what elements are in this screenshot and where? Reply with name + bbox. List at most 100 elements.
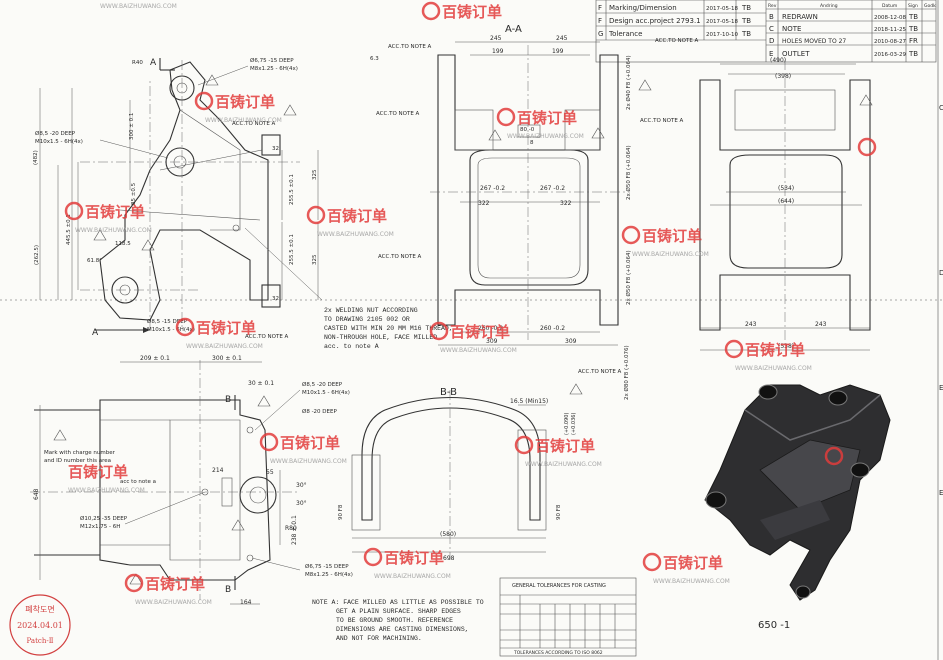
wm-9-brand: 百铸订单 (745, 341, 805, 359)
note-a-line-0: NOTE A: FACE MILLED AS LITTLE AS POSSIBL… (312, 599, 484, 606)
aa-d245b: 245 (556, 35, 568, 42)
watermark-2: 百铸订单 WWW.BAIZHUWANG.COM (194, 91, 282, 124)
lv-acc: ACC.TO NOTE A (245, 334, 289, 340)
rev-right-2-text: HOLES MOVED TO 27 (782, 38, 846, 45)
wm-14-brand: 百铸订单 (663, 554, 723, 572)
note-a-block: NOTE A: FACE MILLED AS LITTLE AS POSSIBL… (312, 599, 484, 642)
lv-d6: 255.5 ±0.1 (289, 174, 295, 205)
wm-1-url: WWW.BAIZHUWANG.COM (100, 3, 177, 10)
rev-right-3-text: OUTLET (782, 50, 810, 58)
aa-acc4: ACC.TO NOTE A (640, 118, 684, 124)
lv-r40: R40 (132, 60, 143, 66)
aa-d322b: 322 (560, 200, 572, 207)
tv-mark-line-0: Mark with charge number (44, 450, 116, 456)
wm-15-brand: 百铸订单 (145, 575, 205, 593)
rev-right-2-id: D (769, 37, 774, 45)
watermark-16 (824, 446, 844, 466)
bb-d90a: 90 F8 (338, 504, 344, 520)
tv-d300: 300 ± 0.1 (212, 355, 242, 362)
wm-4-url: WWW.BAIZHUWANG.COM (75, 227, 152, 234)
rv-d243a: 243 (745, 321, 757, 328)
aa-d8: 8 (530, 140, 534, 146)
tv-r80: R80 (285, 525, 297, 532)
aa-d80: 80 -0 (520, 127, 535, 133)
wm-11-brand: 百铸订单 (535, 437, 595, 455)
aa-acc-top: ACC.TO NOTE A (655, 38, 699, 44)
section-bb-label: B-B (440, 387, 457, 398)
watermark-17 (857, 137, 877, 157)
rev-right-2-sign: FR (909, 37, 918, 45)
rev-left-0-id: F (598, 4, 602, 12)
watermark-3: 百铸订单 WWW.BAIZHUWANG.COM (496, 107, 584, 140)
lv-d3: 445.5 ±0.1 (66, 214, 72, 245)
section-aa-label: A-A (505, 24, 522, 35)
rev-right-1-sign: TB (908, 25, 918, 33)
watermark-11: 百铸订单 WWW.BAIZHUWANG.COM (514, 435, 602, 468)
aa-d267a: 267 -0.2 (480, 185, 505, 192)
tv-hole1: Ø8,5 -20 DEEP (302, 381, 343, 388)
rev-header-extra: Godk (924, 3, 936, 9)
bb-d165: 16.5 (Min15) (510, 398, 548, 405)
tv-hole4: Ø6,75 -15 DEEP (305, 563, 349, 570)
watermark-10: 百铸订单 WWW.BAIZHUWANG.COM (259, 432, 347, 465)
svg-text:E: E (939, 384, 943, 392)
aa-acc2: ACC.TO NOTE A (376, 111, 420, 117)
lv-d5: 85 ±0.5 (131, 182, 137, 205)
rev-right-3-date: 2016-03-29 (874, 52, 906, 58)
watermark-14: 百铸订单 WWW.BAIZHUWANG.COM (642, 552, 730, 585)
rev-right-0-date: 2008-12-08 (874, 15, 906, 21)
wm-3-url: WWW.BAIZHUWANG.COM (507, 133, 584, 140)
watermark-8: 百铸订单 WWW.BAIZHUWANG.COM (429, 321, 517, 354)
bb-d90b: 90 F8 (556, 504, 562, 520)
left-side-view: A A R40 Ø6,75 -15 DEEP M8x1.25 - 6H(4x) … (33, 57, 319, 340)
watermark-13: 百铸订单 WWW.BAIZHUWANG.COM (363, 547, 451, 580)
weld-note-line-4: acc. to note A (324, 343, 379, 350)
weld-note: 2x WELDING NUT ACCORDING TO DRAWING 2105… (244, 227, 453, 350)
wm-7-brand: 百铸订单 (196, 319, 256, 337)
wm-6-url: WWW.BAIZHUWANG.COM (632, 251, 709, 258)
aa-tol1: 2x Ø40 F8 (+0.064) (625, 55, 632, 110)
rev-right-0-sign: TB (908, 13, 918, 21)
svg-text:D: D (939, 269, 943, 277)
tv-d209: 209 ± 0.1 (140, 355, 170, 362)
tolerance-table: GENERAL TOLERANCES FOR CASTING TOLERANCE… (499, 577, 637, 657)
lv-hole-low2: M10x1.5 - 6H(4x) (147, 327, 195, 333)
aa-r63: 6.3 (370, 56, 379, 62)
note-a-line-4: AND NOT FOR MACHINING. (336, 635, 422, 642)
revision-table: F Marking/Dimension 2017-05-18 TB F Desi… (595, 0, 937, 63)
aa-d199a: 199 (492, 48, 504, 55)
cut-b-top: B (225, 395, 231, 405)
aa-d322a: 322 (478, 200, 490, 207)
drawing-number: 650 -1 (758, 620, 790, 631)
lv-angle: 61.8° (87, 258, 102, 264)
tv-d164: 164 (240, 599, 252, 606)
rev-left-1-id: F (598, 17, 602, 25)
stamp-line-3: Patch-Ⅱ (27, 637, 54, 645)
lv-hole-low: Ø8,5 -15 DEEP (147, 318, 188, 325)
wm-15-url: WWW.BAIZHUWANG.COM (135, 599, 212, 606)
rev-right-0-text: REDRAWN (782, 13, 818, 21)
rev-left-2-date: 2017-10-10 (706, 32, 738, 38)
note-a-line-3: DIMENSIONS ARE CASTING DIMENSIONS, (336, 626, 469, 633)
tv-d214: 214 (212, 467, 224, 474)
lv-hole-mid: Ø8,5 -20 DEEP (35, 130, 76, 137)
wm-7-url: WWW.BAIZHUWANG.COM (186, 343, 263, 350)
lv-d4: (262.5) (34, 245, 40, 265)
tv-a30a: 30° (296, 482, 307, 489)
wm-8-url: WWW.BAIZHUWANG.COM (440, 347, 517, 354)
wm-4-brand: 百铸订单 (85, 203, 145, 221)
tv-mark-line-1: and ID number this area (44, 458, 111, 464)
lv-hole-mid2: M10x1.5 - 6H(4x) (35, 139, 83, 145)
bb-acc: ACC.TO NOTE A (578, 369, 622, 375)
lv-hole-top: Ø6,75 -15 DEEP (250, 57, 294, 64)
wm-1-brand: 百铸订单 (442, 3, 502, 21)
cut-a-top: A (150, 58, 157, 68)
rev-left-0-text: Marking/Dimension (609, 4, 677, 12)
tol-table-title: GENERAL TOLERANCES FOR CASTING (512, 583, 606, 589)
stamp-line-1: 폐착도면 (25, 604, 54, 614)
rev-left-1-text: Design acc.project 2793.1 (609, 17, 701, 25)
wm-13-url: WWW.BAIZHUWANG.COM (374, 573, 451, 580)
right-front-view: (490) (398) (534) (644) 243 243 (538) (699, 57, 873, 351)
rev-left-1-date: 2017-05-18 (706, 19, 738, 25)
